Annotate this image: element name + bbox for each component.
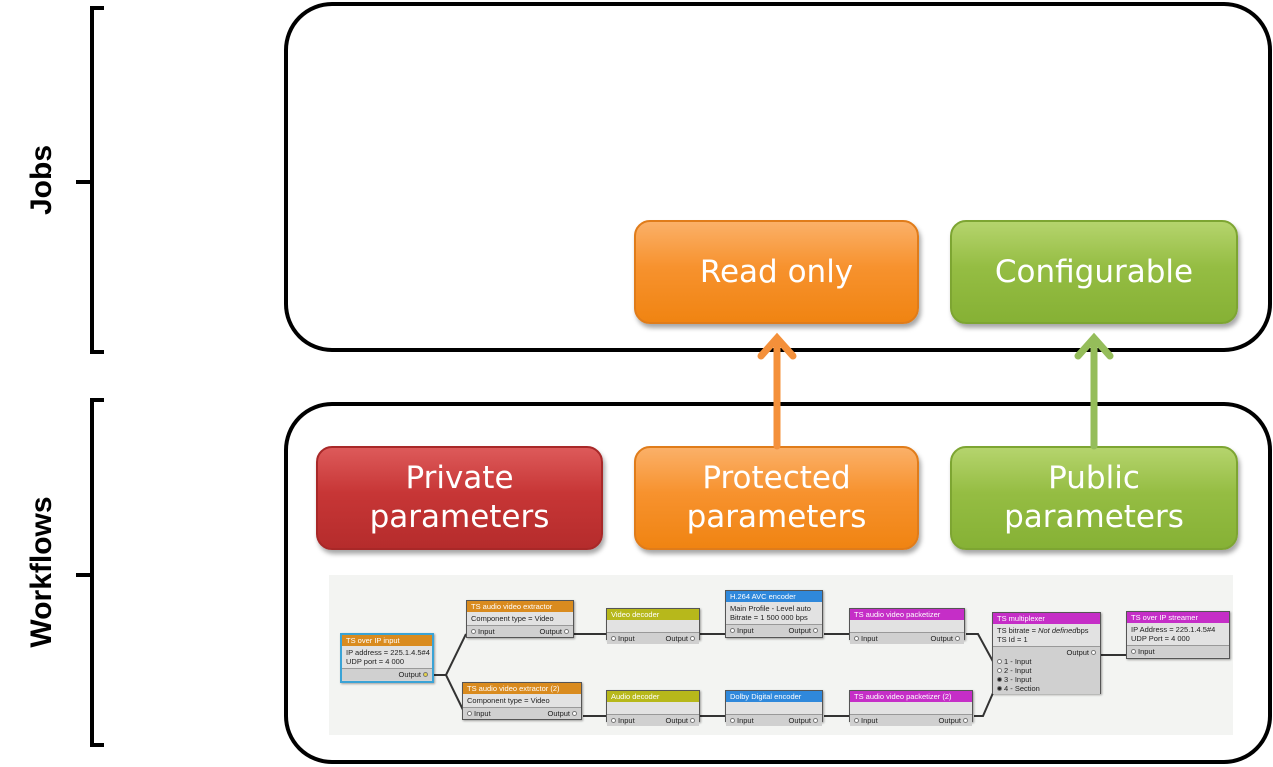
input-port[interactable]: Input (611, 716, 635, 725)
node-title: Video decoder (607, 609, 699, 620)
protected-label-line1: Protected (702, 460, 851, 497)
jobs-label: Jobs (25, 144, 58, 216)
mux-input-4[interactable]: 4 - Section (997, 684, 1096, 693)
output-port[interactable]: Output (539, 627, 569, 636)
node-title: TS audio video extractor (2) (463, 683, 581, 694)
mux-input-1[interactable]: 1 - Input (997, 657, 1096, 666)
protected-parameters-box: Protected parameters (634, 446, 919, 550)
configurable-box: Configurable (950, 220, 1238, 324)
node-param: Main Profile - Level auto (730, 604, 811, 613)
node-packetizer-2[interactable]: TS audio video packetizer (2) Input Outp… (849, 690, 973, 726)
input-port[interactable]: Input (730, 626, 754, 635)
node-dolby-encoder[interactable]: Dolby Digital encoder Input Output (725, 690, 823, 726)
input-port[interactable]: Input (730, 716, 754, 725)
node-param: IP address = 225.1.4.5#4 (346, 648, 430, 657)
private-label-line2: parameters (369, 499, 550, 535)
output-port[interactable]: Output (665, 634, 695, 643)
node-title: Dolby Digital encoder (726, 691, 822, 702)
node-title: Audio decoder (607, 691, 699, 702)
node-title: TS multiplexer (993, 613, 1100, 624)
node-title: TS audio video packetizer (850, 609, 964, 620)
output-port[interactable]: Output (930, 634, 960, 643)
node-param: UDP port = 4 000 (346, 657, 405, 666)
protected-label-line2: parameters (686, 499, 867, 535)
input-port[interactable]: Input (854, 634, 878, 643)
configurable-label: Configurable (994, 253, 1194, 290)
output-port[interactable]: Output (938, 716, 968, 725)
node-audio-decoder[interactable]: Audio decoder Input Output (606, 690, 700, 726)
public-label-line2: parameters (1004, 499, 1184, 535)
node-param: Bitrate = 1 500 000 bps (730, 613, 808, 622)
output-port[interactable]: Output (788, 716, 818, 725)
input-port[interactable]: Input (471, 627, 495, 636)
input-port[interactable]: Input (854, 716, 878, 725)
private-parameters-box: Private parameters (316, 446, 603, 550)
node-ts-over-ip-streamer[interactable]: TS over IP streamer IP Address = 225.1.4… (1126, 611, 1230, 659)
node-title: H.264 AVC encoder (726, 591, 822, 602)
input-port[interactable]: Input (611, 634, 635, 643)
node-param: TS Id = 1 (997, 635, 1028, 644)
node-param: TS bitrate = Not definedbps (997, 626, 1089, 635)
public-label-line1: Public (1048, 460, 1140, 497)
node-extractor-2[interactable]: TS audio video extractor (2) Component t… (462, 682, 582, 720)
node-packetizer-1[interactable]: TS audio video packetizer Input Output (849, 608, 965, 644)
read-only-label: Read only (699, 253, 854, 290)
node-param: UDP Port = 4 000 (1131, 634, 1190, 643)
node-param: Component type = Video (467, 696, 550, 705)
workflows-bracket (76, 398, 104, 747)
output-port[interactable]: Output (1066, 648, 1096, 657)
mux-input-3[interactable]: 3 - Input (997, 675, 1096, 684)
output-port[interactable]: Output (547, 709, 577, 718)
output-port[interactable]: Output (788, 626, 818, 635)
workflows-label: Workflows (25, 496, 58, 648)
output-port[interactable]: Output (665, 716, 695, 725)
node-video-decoder[interactable]: Video decoder Input Output (606, 608, 700, 644)
read-only-box: Read only (634, 220, 919, 324)
node-title: TS audio video packetizer (2) (850, 691, 972, 702)
node-extractor-1[interactable]: TS audio video extractor Component type … (466, 600, 574, 638)
jobs-bracket (76, 6, 104, 354)
public-parameters-box: Public parameters (950, 446, 1238, 550)
mux-input-2[interactable]: 2 - Input (997, 666, 1096, 675)
node-title: TS audio video extractor (467, 601, 573, 612)
node-h264-encoder[interactable]: H.264 AVC encoder Main Profile - Level a… (725, 590, 823, 638)
private-label-line1: Private (405, 460, 514, 497)
node-title: TS over IP input (342, 635, 432, 646)
node-ts-multiplexer[interactable]: TS multiplexer TS bitrate = Not definedb… (992, 612, 1101, 694)
node-param: Component type = Video (471, 614, 554, 623)
node-title: TS over IP streamer (1127, 612, 1229, 623)
node-param: IP Address = 225.1.4.5#4 (1131, 625, 1216, 634)
input-port[interactable]: Input (1131, 647, 1155, 656)
input-port[interactable]: Input (467, 709, 491, 718)
node-ts-over-ip-input[interactable]: TS over IP input IP address = 225.1.4.5#… (340, 633, 434, 683)
output-port[interactable]: Output (398, 670, 428, 679)
